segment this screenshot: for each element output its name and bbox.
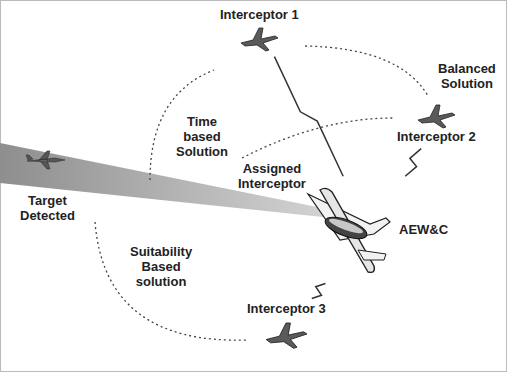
aircraft-name: Interceptor 2 — [397, 130, 476, 145]
aircraft-icon — [25, 148, 69, 172]
data-link — [274, 57, 343, 177]
aircraft-name: Target Detected — [20, 194, 75, 224]
interceptor-aircraft: Interceptor 3 — [245, 300, 328, 353]
solution-label: Suitability Based solution — [130, 245, 192, 290]
data-link — [312, 283, 326, 298]
solution-label: Time based Solution — [176, 115, 228, 160]
interceptor-aircraft: Interceptor 1 — [218, 6, 301, 55]
aircraft-icon — [300, 180, 395, 280]
assigned-path — [242, 118, 393, 158]
data-link — [405, 149, 421, 177]
target-aircraft: Target Detected — [18, 146, 77, 226]
aircraft-name: Interceptor 1 — [220, 8, 299, 23]
aircraft-name: AEW&C — [399, 223, 448, 238]
solution-label: Balanced Solution — [438, 62, 496, 92]
interceptor-label: Assigned Interceptor — [238, 162, 306, 192]
aewc-aircraft: AEW&C — [298, 178, 450, 282]
aircraft-icon — [414, 100, 458, 130]
aircraft-icon — [237, 23, 281, 53]
interceptor-aircraft: Interceptor 2 — [395, 98, 478, 147]
aircraft-name: Interceptor 3 — [247, 302, 326, 317]
balanced-path — [305, 46, 428, 96]
aircraft-icon — [264, 317, 308, 351]
suitability-path — [95, 222, 248, 340]
